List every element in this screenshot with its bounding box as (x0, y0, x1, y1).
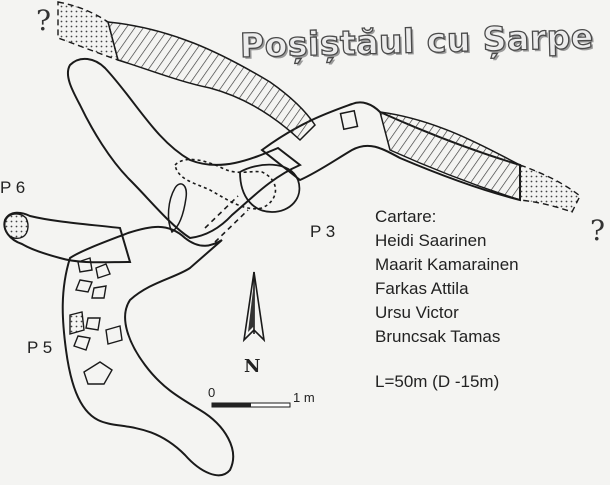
north-arrow (242, 271, 266, 343)
boulder-field (69, 257, 123, 385)
cave-west-branch (3, 211, 132, 264)
credit-name: Farkas Attila (375, 279, 469, 298)
scale-start-label: 0 (208, 385, 216, 400)
cave-inner-gallery (174, 158, 277, 210)
unknown-continuation-mark-north: ? (36, 4, 52, 37)
unknown-continuation-mark-east: ? (590, 214, 606, 247)
hatched-band-north (107, 21, 316, 142)
cave-upper-passage (66, 57, 302, 240)
scale-bar (211, 402, 291, 408)
cave-collapse (239, 163, 301, 213)
dashed-band-north (57, 1, 120, 62)
boulder (339, 109, 359, 131)
survey-point-p3: P 3 (310, 222, 336, 241)
cave-side-pocket (167, 183, 188, 234)
credit-name: Ursu Victor (375, 303, 459, 322)
cave-main-chamber (61, 225, 235, 477)
cave-length-note: L=50m (D -15m) (375, 372, 500, 391)
p6-rock (3, 213, 29, 239)
survey-point-p5: P 5 (27, 338, 53, 357)
dashed-band-east (519, 164, 581, 213)
credit-name: Heidi Saarinen (375, 231, 487, 250)
credit-name: Maarit Kamarainen (375, 255, 519, 274)
dashed-connection (204, 195, 249, 243)
credits-heading: Cartare: (375, 207, 437, 226)
credit-name: Bruncsak Tamas (375, 327, 501, 346)
survey-point-p6: P 6 (0, 178, 26, 197)
scale-end-label: 1 m (293, 390, 315, 405)
hatched-band-east (378, 111, 521, 202)
survey-credits: Cartare: Heidi Saarinen Maarit Kamaraine… (375, 205, 519, 349)
north-label: N (244, 356, 261, 377)
